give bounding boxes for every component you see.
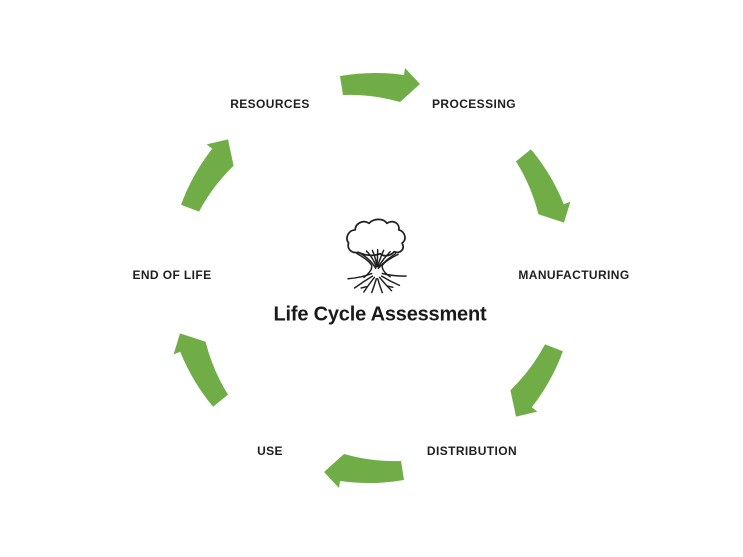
arrow-resources-to-processing xyxy=(340,68,420,102)
arrow-use-to-end-of-life xyxy=(166,324,236,411)
diagram-title: Life Cycle Assessment xyxy=(273,303,487,326)
stage-label-manufacturing: MANUFACTURING xyxy=(518,268,630,282)
arrow-processing-to-manufacturing xyxy=(508,145,578,232)
tree-icon xyxy=(346,218,407,294)
stage-label-end-of-life: END OF LIFE xyxy=(132,268,212,282)
arrow-distribution-to-use xyxy=(324,454,404,488)
stage-label-resources: RESOURCES xyxy=(230,97,310,111)
stage-label-use: USE xyxy=(257,444,283,458)
stage-label-processing: PROCESSING xyxy=(431,97,517,111)
arrow-manufacturing-to-distribution xyxy=(500,338,570,425)
arrow-end-of-life-to-resources xyxy=(174,131,244,218)
stage-label-distribution: DISTRIBUTION xyxy=(426,444,518,458)
